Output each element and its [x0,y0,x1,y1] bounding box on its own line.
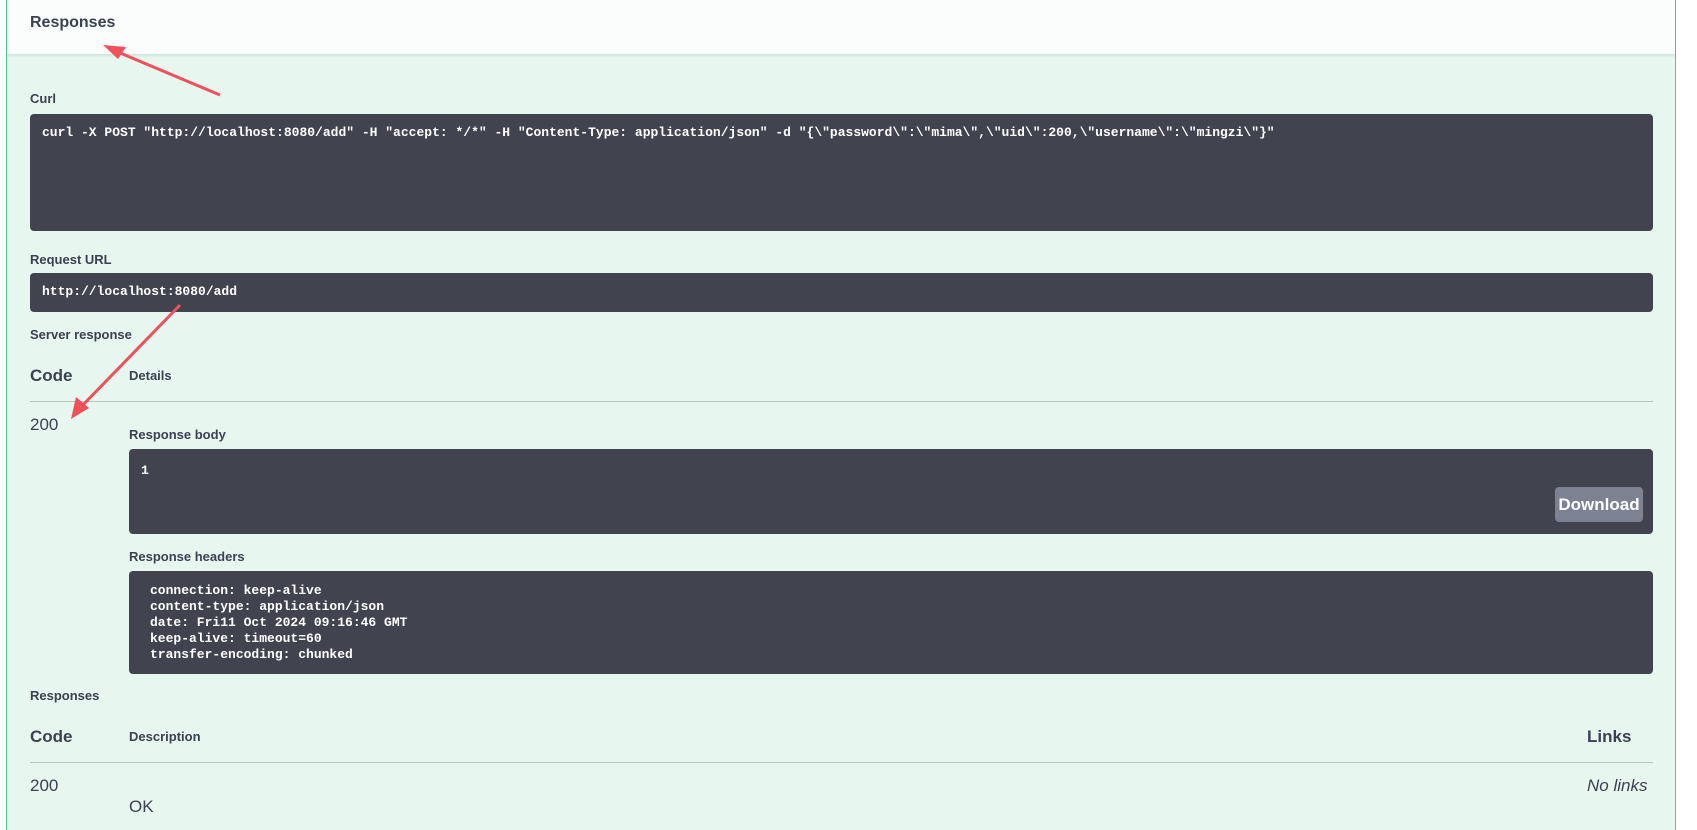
request-url-text: http://localhost:8080/add [42,284,238,299]
responses-code-header: Code [30,727,73,746]
response-header-line: transfer-encoding: chunked [150,647,353,662]
request-url-label: Request URL [30,252,112,267]
response-body-label: Response body [129,427,226,442]
response-body-text: 1 [141,463,149,478]
response-header-line: date: Fri11 Oct 2024 09:16:46 GMT [150,615,408,630]
response-header-line: keep-alive: timeout=60 [150,631,322,646]
server-response-code-header: Code [30,366,73,385]
download-button[interactable]: Download [1555,487,1643,522]
responses-divider [30,762,1653,763]
response-header-line: content-type: application/json [150,599,385,614]
page-scrollbar[interactable] [1681,0,1697,820]
response-row-links: No links [1587,776,1648,795]
server-response-details-header: Details [129,368,172,383]
server-response-divider [30,401,1653,402]
response-row-code: 200 [30,776,59,795]
response-headers-label: Response headers [129,549,245,564]
curl-command-text: curl -X POST "http://localhost:8080/add"… [42,125,1275,140]
server-response-label: Server response [30,327,132,342]
responses-section-header[interactable]: Responses [7,0,1675,55]
request-url-block[interactable]: http://localhost:8080/add [30,273,1653,312]
server-response-code: 200 [30,415,59,434]
response-body-block[interactable]: 1 [129,449,1653,534]
section-title: Responses [30,14,116,31]
curl-command-block[interactable]: curl -X POST "http://localhost:8080/add"… [30,114,1653,231]
responses-links-header: Links [1587,727,1632,746]
response-row-description: OK [129,797,154,816]
responses-label: Responses [30,688,100,703]
curl-label: Curl [30,91,56,106]
responses-description-header: Description [129,729,201,744]
response-header-line: connection: keep-alive [150,583,322,598]
response-headers-block[interactable]: connection: keep-alive content-type: app… [129,571,1653,674]
